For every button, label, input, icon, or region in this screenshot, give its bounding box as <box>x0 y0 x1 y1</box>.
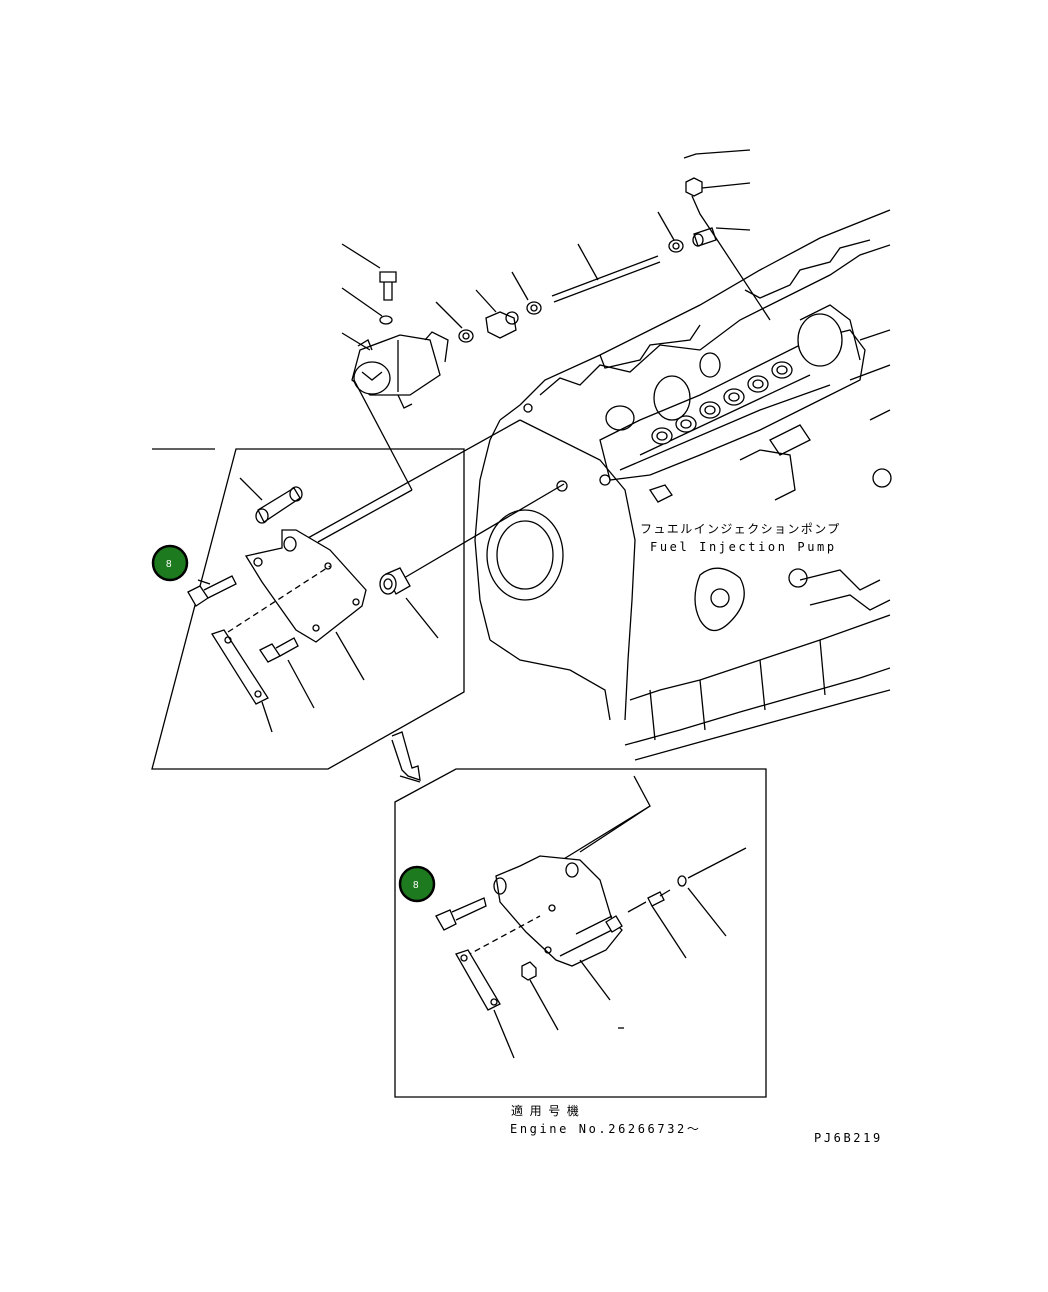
transition-arrow <box>391 731 421 783</box>
drawing-code: PJ6B219 <box>814 1131 883 1145</box>
applicable-label-jp: 適 用 号 機 <box>511 1103 580 1118</box>
leader-lines-top <box>341 149 751 491</box>
callout-badge[interactable]: 8 <box>151 544 189 582</box>
callout-circle <box>151 544 189 582</box>
pump-label-en: Fuel Injection Pump <box>650 540 837 554</box>
detail-box-upper <box>151 419 565 770</box>
engine-block <box>474 209 892 761</box>
injection-pump <box>599 304 866 503</box>
callout-circle <box>398 865 436 903</box>
callout-badge[interactable]: 8 <box>398 865 436 903</box>
detail-box-lower <box>394 768 767 1098</box>
callout-number: 8 <box>166 559 172 570</box>
callout-number: 8 <box>413 880 419 891</box>
fasteners-top <box>379 177 771 343</box>
engine-number-label: Engine No.26266732～ <box>510 1122 701 1136</box>
stop-solenoid <box>351 331 449 409</box>
pump-label-jp: フュエルインジェクションポンプ <box>640 522 841 536</box>
